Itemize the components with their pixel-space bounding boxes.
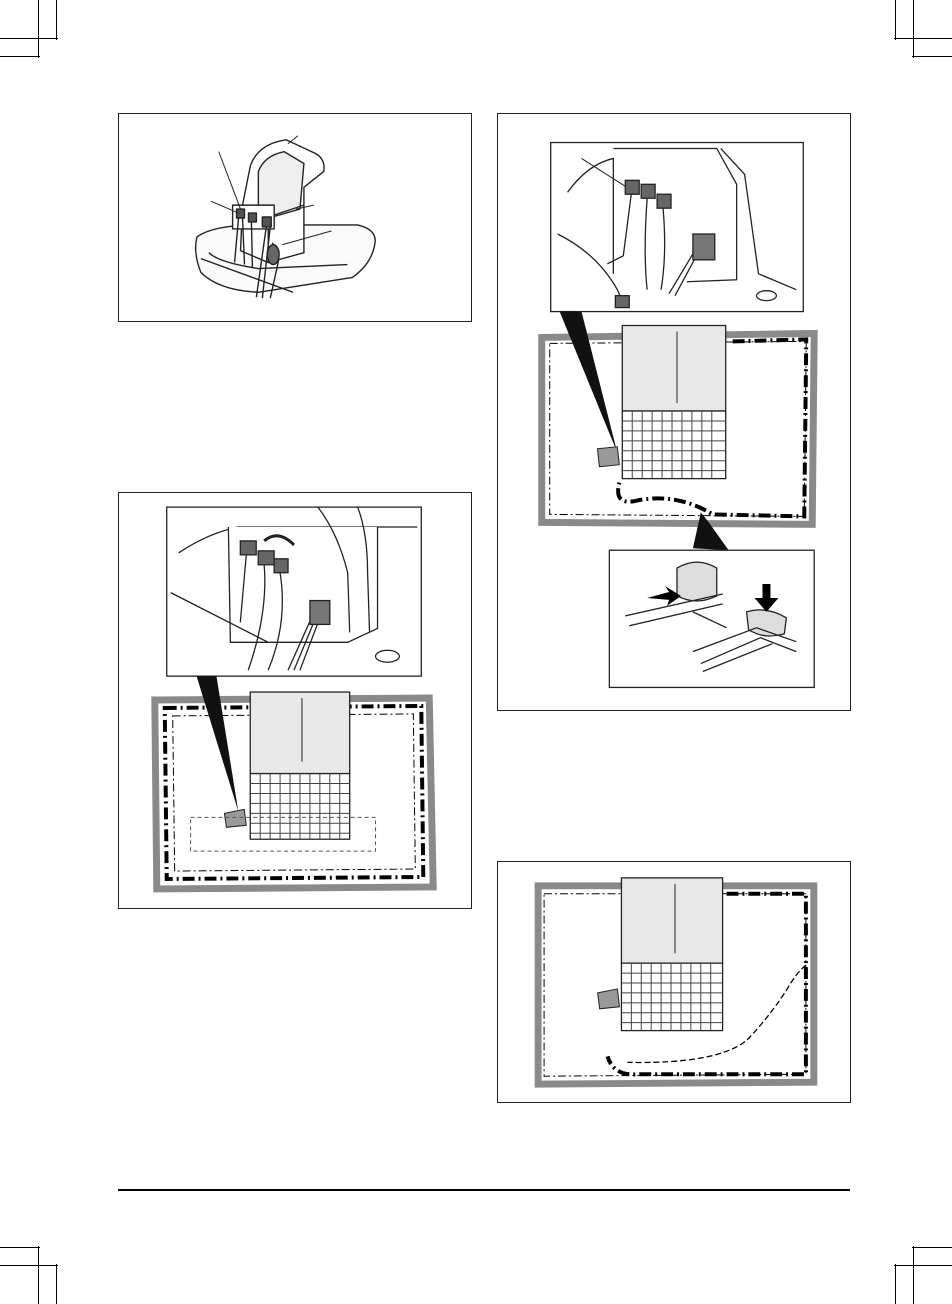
figure-lawn-layout-2 — [497, 861, 851, 1103]
connector-icon — [597, 447, 619, 467]
figure-wire-connection — [497, 113, 851, 711]
footer-rule — [118, 1189, 850, 1191]
guide-wire-illustration — [498, 862, 850, 1102]
crop-mark-icon — [894, 38, 952, 39]
wire-connection-illustration — [498, 114, 850, 710]
crop-mark-icon — [38, 0, 39, 58]
crop-mark-icon — [0, 1247, 40, 1248]
crop-mark-icon — [913, 0, 914, 58]
crop-mark-icon — [0, 1265, 58, 1266]
crop-mark-icon — [912, 1247, 952, 1248]
crop-mark-icon — [912, 56, 952, 57]
crop-mark-icon — [0, 56, 40, 57]
crop-mark-icon — [895, 1264, 896, 1304]
figure-charging-station — [118, 113, 472, 322]
charging-station-illustration — [119, 114, 471, 321]
crop-mark-icon — [913, 1246, 914, 1304]
crop-mark-icon — [56, 0, 57, 40]
crop-mark-icon — [0, 38, 58, 39]
crop-mark-icon — [38, 1246, 39, 1304]
crop-mark-icon — [56, 1264, 57, 1304]
lawn-layout-illustration — [119, 493, 471, 908]
figure-lawn-layout-1 — [118, 492, 472, 909]
crop-mark-icon — [894, 1265, 952, 1266]
connector-icon — [598, 989, 620, 1009]
crop-mark-icon — [895, 0, 896, 40]
